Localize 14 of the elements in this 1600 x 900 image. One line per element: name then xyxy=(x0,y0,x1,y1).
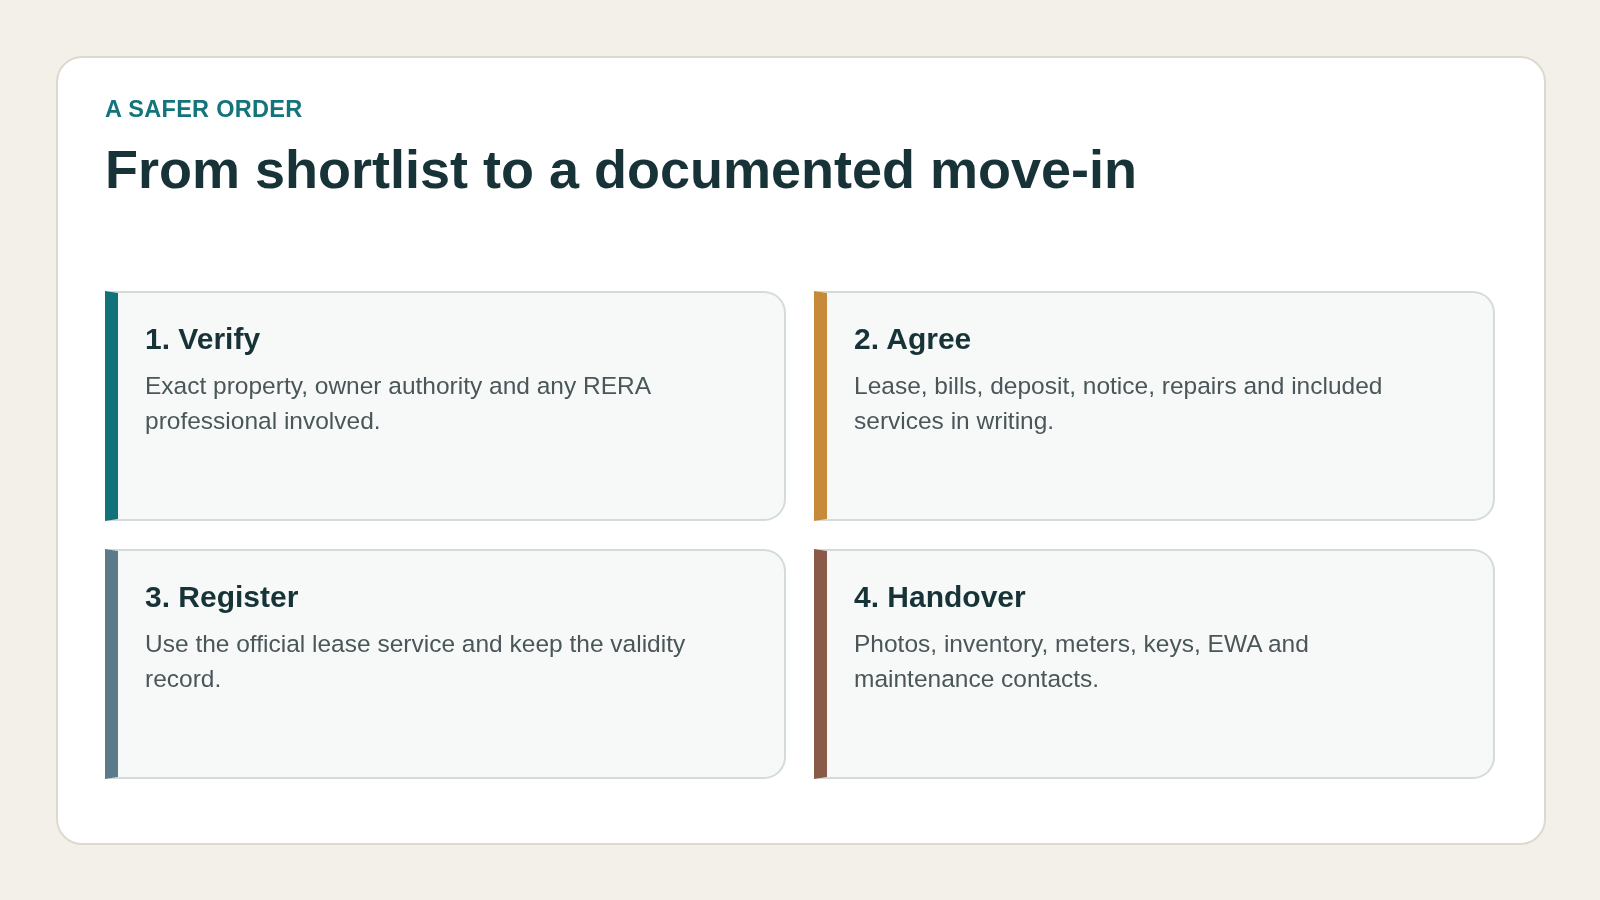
step-heading: 1. Verify xyxy=(145,321,261,357)
step-description: Use the official lease service and keep the validity record. xyxy=(145,629,687,694)
step-heading: 3. Register xyxy=(145,579,299,615)
step-description: Photos, inventory, meters, keys, EWA and maintenance contacts. xyxy=(854,629,1310,694)
step-card xyxy=(105,549,786,779)
step-description: Lease, bills, deposit, notice, repairs and included services in writing. xyxy=(854,371,1384,436)
step-heading: 4. Handover xyxy=(854,579,1026,615)
eyebrow-label: A SAFER ORDER xyxy=(105,96,303,123)
step-card xyxy=(105,291,786,521)
step-description: Exact property, owner authority and any RERA professional involved. xyxy=(145,371,652,436)
step-card xyxy=(814,291,1495,521)
page-title: From shortlist to a documented move-in xyxy=(105,138,1138,201)
step-card xyxy=(814,549,1495,779)
step-heading: 2. Agree xyxy=(854,321,972,357)
